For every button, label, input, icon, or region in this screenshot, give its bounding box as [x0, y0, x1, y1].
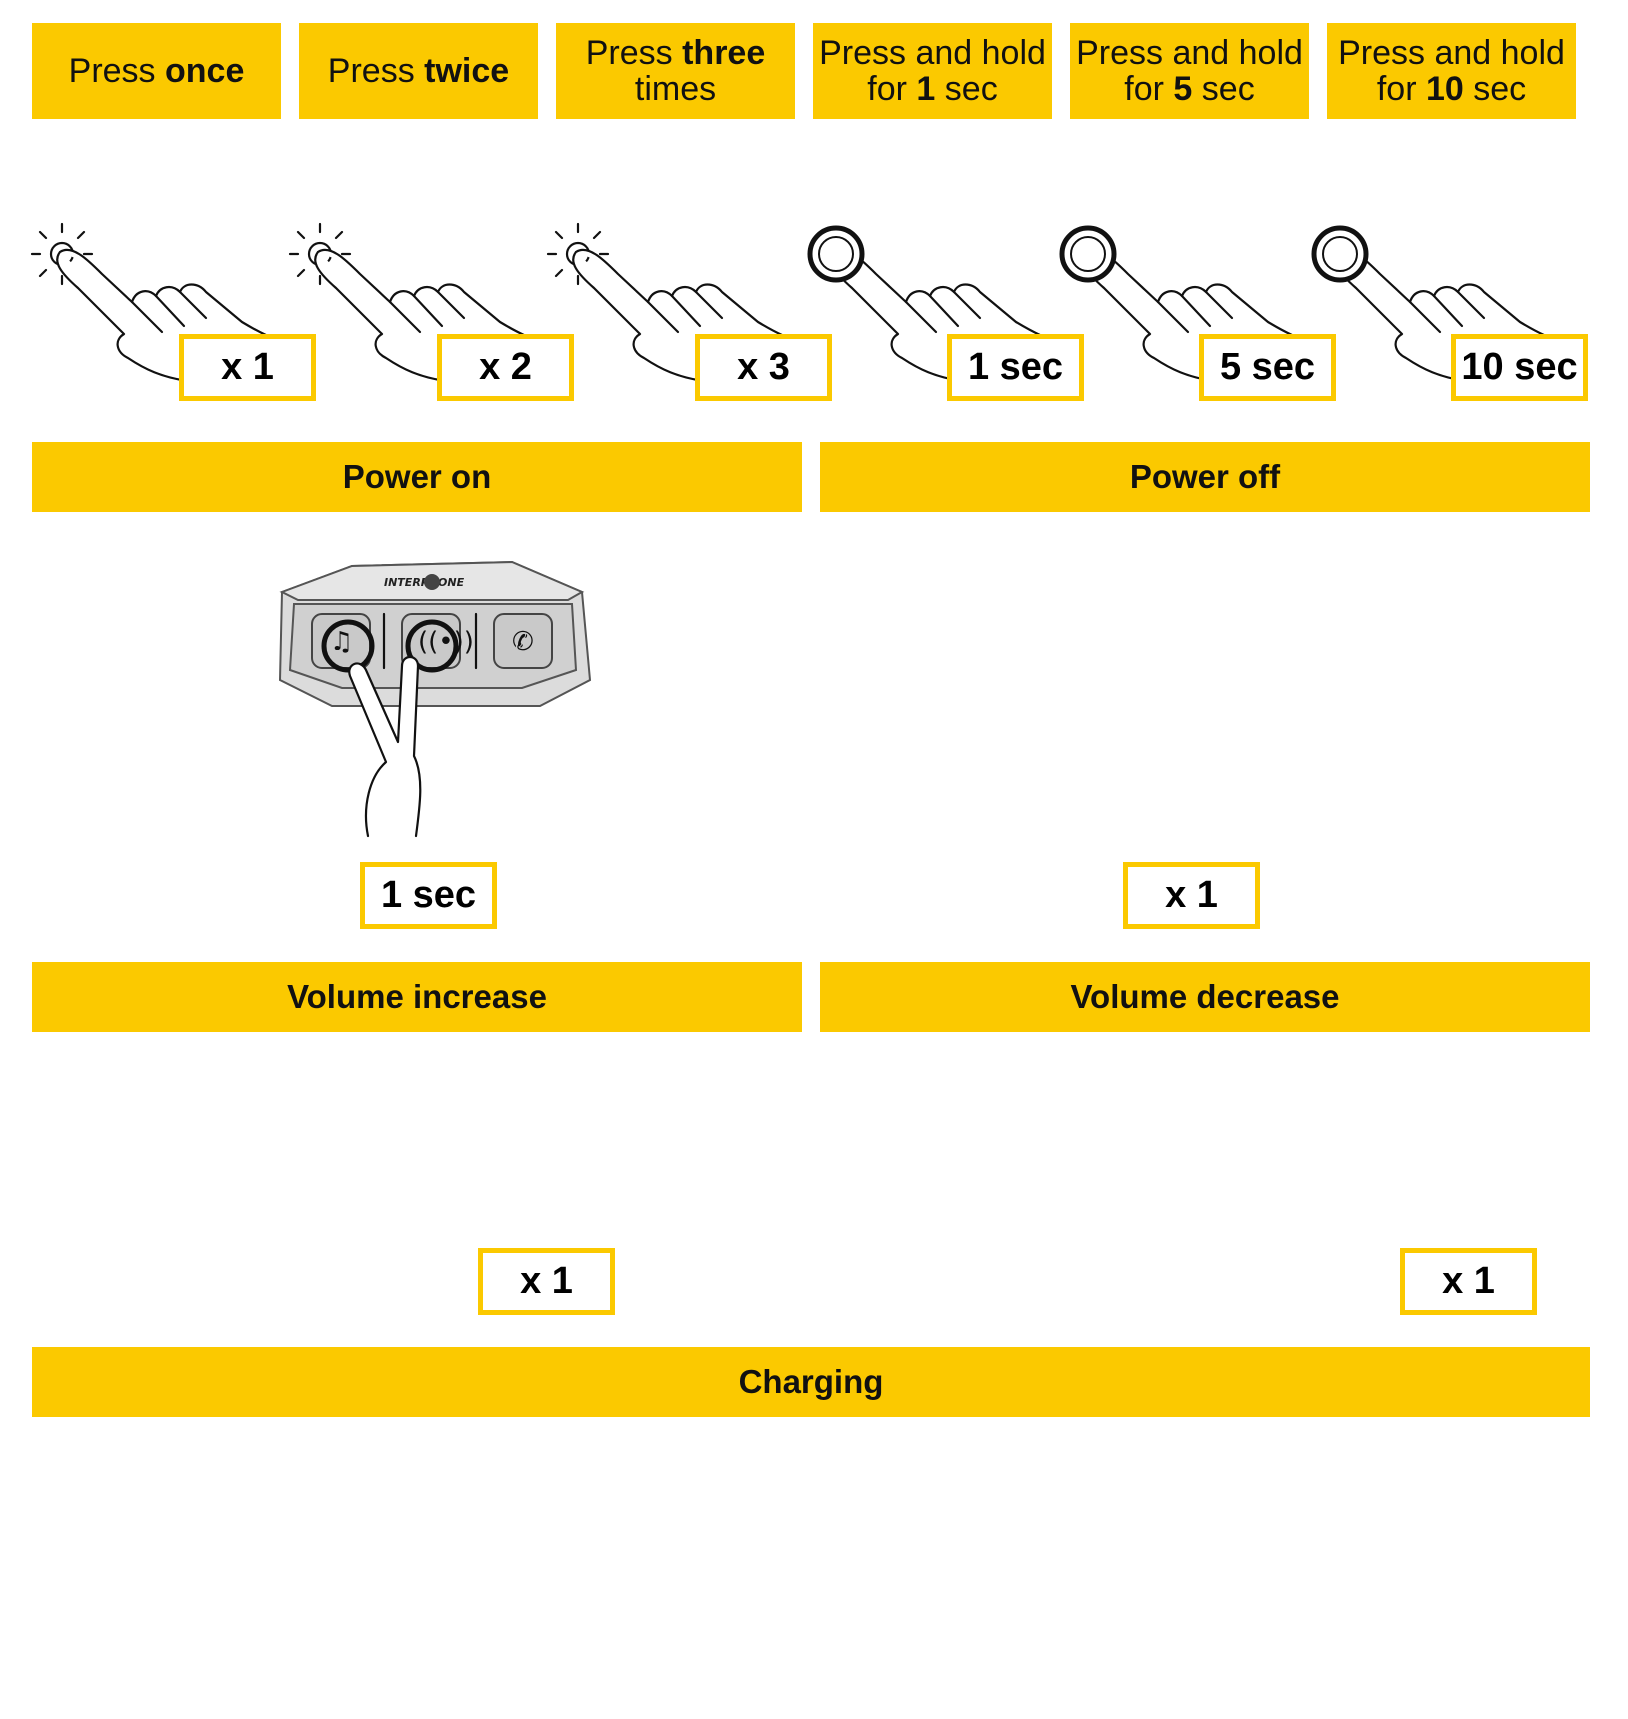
legend-text: Press three [585, 34, 766, 72]
section-title-volume-increase: Volume increase [32, 962, 802, 1032]
legend-press-once: Press once [32, 23, 281, 119]
legend-press-three-times: Press three times [556, 23, 795, 119]
legend-hold-1-sec: Press and hold for 1 sec [813, 23, 1052, 119]
volume-increase-count-label: x 1 [478, 1248, 615, 1315]
gesture-label: 10 sec [1451, 334, 1588, 401]
hold-ring-icon [405, 619, 459, 673]
power-off-count-label: x 1 [1123, 862, 1260, 929]
legend-text: Press and hold [819, 34, 1046, 72]
legend-press-twice: Press twice [299, 23, 538, 119]
gesture-label: x 2 [437, 334, 574, 401]
gesture-label: x 1 [179, 334, 316, 401]
legend-hold-10-sec: Press and hold for 10 sec [1327, 23, 1576, 119]
legend-text-line2: for 1 sec [867, 70, 998, 108]
gesture-label: 1 sec [947, 334, 1084, 401]
legend-text: Press and hold [1338, 34, 1565, 72]
section-title-power-on: Power on [32, 442, 802, 512]
section-title-charging: Charging [32, 1347, 1590, 1417]
gesture-label: x 3 [695, 334, 832, 401]
legend-hold-5-sec: Press and hold for 5 sec [1070, 23, 1309, 119]
power-on-duration-label: 1 sec [360, 862, 497, 929]
legend-text-line2: times [634, 70, 717, 108]
section-title-power-off: Power off [820, 442, 1590, 512]
legend-text: Press and hold [1076, 34, 1303, 72]
legend-text-line2: for 10 sec [1376, 70, 1527, 108]
hold-ring-icon [321, 619, 375, 673]
section-title-volume-decrease: Volume decrease [820, 962, 1590, 1032]
legend-text: Press once [68, 52, 245, 90]
legend-text: Press twice [327, 52, 510, 90]
volume-decrease-count-label: x 1 [1400, 1248, 1537, 1315]
legend-text-line2: for 5 sec [1124, 70, 1255, 108]
gesture-label: 5 sec [1199, 334, 1336, 401]
